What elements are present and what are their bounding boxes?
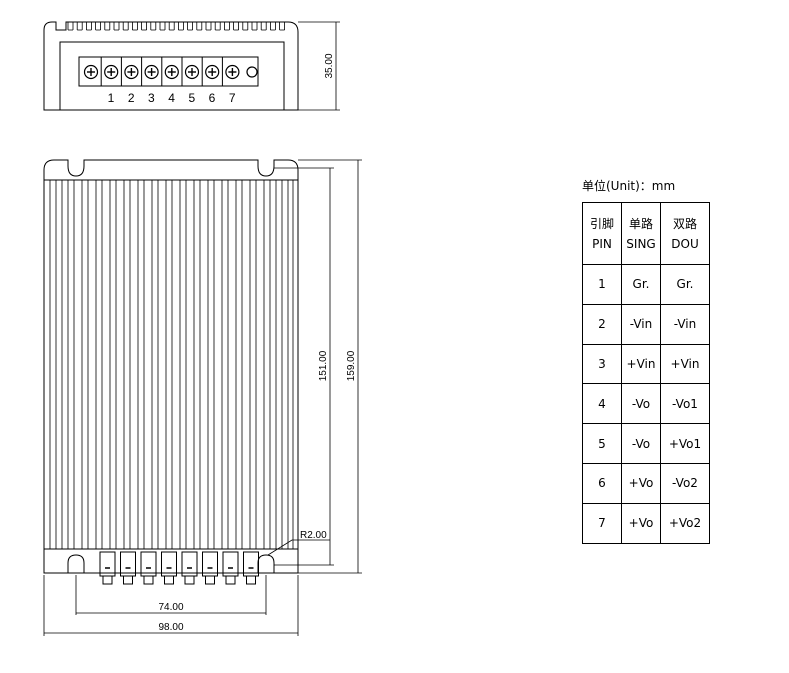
table-row: 5 -Vo +Vo1 bbox=[582, 423, 710, 464]
header-dou: 双路 DOU bbox=[660, 202, 710, 265]
fin-teeth-path bbox=[67, 22, 285, 31]
screw-icon bbox=[246, 66, 258, 78]
mount-slot-bottom-right bbox=[257, 554, 275, 573]
terminal-screws bbox=[83, 57, 258, 86]
terminal-pin bbox=[140, 551, 157, 577]
terminal-number: 4 bbox=[168, 91, 175, 105]
screw-icon bbox=[225, 64, 240, 80]
terminal-pin bbox=[243, 551, 259, 577]
terminal-number: 1 bbox=[108, 91, 115, 105]
dim-74: 74.00 bbox=[158, 602, 183, 613]
heatsink-teeth bbox=[67, 22, 285, 31]
table-row: 2 -Vin -Vin bbox=[582, 303, 710, 345]
table-row: 6 +Vo -Vo2 bbox=[582, 462, 710, 504]
terminal-pin-tip bbox=[225, 575, 236, 585]
dim-159: 159.00 bbox=[346, 350, 357, 381]
mount-slot-bottom-left bbox=[67, 554, 85, 573]
screw-icon bbox=[164, 64, 179, 80]
radius-leader bbox=[267, 539, 330, 556]
terminal-pin bbox=[181, 551, 198, 577]
terminal-pin-tip bbox=[184, 575, 195, 585]
screw-icon bbox=[83, 64, 99, 80]
unit-label: 单位(Unit)：mm bbox=[582, 179, 676, 193]
screw-icon bbox=[104, 64, 119, 80]
table-row: 7 +Vo +Vo2 bbox=[582, 502, 710, 544]
table-row: 3 +Vin +Vin bbox=[582, 343, 710, 385]
terminal-pin-tip bbox=[205, 575, 215, 585]
terminal-number: 6 bbox=[209, 91, 216, 105]
table-row: 4 -Vo -Vo1 bbox=[582, 383, 710, 425]
dim-radius: R2.00 bbox=[300, 530, 327, 541]
terminal-pin-tip bbox=[246, 575, 256, 585]
header-pin: 引脚 PIN bbox=[582, 202, 622, 265]
front-view-outline bbox=[43, 21, 299, 111]
header-sing: 单路 SING bbox=[621, 202, 661, 265]
table-header-row: 引脚 PIN 单路 SING 双路 DOU bbox=[582, 202, 710, 265]
terminal-pin-tip bbox=[164, 575, 174, 585]
terminal-number: 2 bbox=[128, 91, 135, 105]
terminal-number: 3 bbox=[148, 91, 155, 105]
terminal-pin bbox=[120, 551, 136, 577]
terminal-pin bbox=[99, 551, 116, 577]
terminal-pin bbox=[222, 551, 239, 577]
pin-table: 引脚 PIN 单路 SING 双路 DOU 1 Gr. Gr. 2 -Vin -… bbox=[582, 202, 710, 544]
terminal-pin bbox=[161, 551, 177, 577]
dim-35: 35.00 bbox=[324, 53, 335, 78]
terminal-block bbox=[78, 56, 259, 87]
terminal-number: 7 bbox=[229, 91, 236, 105]
terminal-pin bbox=[202, 551, 218, 577]
body-outline bbox=[43, 159, 299, 574]
terminal-pin-tip bbox=[123, 575, 133, 585]
terminal-pins bbox=[99, 551, 259, 585]
screw-icon bbox=[124, 64, 139, 80]
plan-view: 151.00 159.00 R2.00 74.00 98.00 bbox=[43, 159, 362, 636]
terminal-pin-tip bbox=[143, 575, 154, 585]
screw-icon bbox=[184, 64, 200, 80]
table-row: 1 Gr. Gr. bbox=[582, 264, 710, 305]
screw-icon bbox=[205, 64, 220, 80]
dim-98: 98.00 bbox=[158, 622, 183, 633]
dim-151: 151.00 bbox=[318, 350, 329, 381]
heatsink-fins bbox=[49, 180, 294, 549]
screw-icon bbox=[144, 64, 159, 80]
terminal-pin-tip bbox=[102, 575, 113, 585]
terminal-number: 5 bbox=[188, 91, 195, 105]
